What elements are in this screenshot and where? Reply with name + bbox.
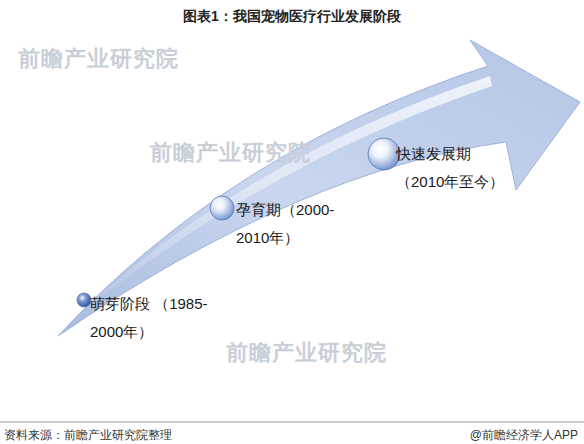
sphere-shape [77,293,91,307]
stage-marker: 孕育期（2000- 2010年） [208,194,350,254]
chart-title: 图表1：我国宠物医疗行业发展阶段 [0,8,584,26]
stage-sphere [208,194,236,222]
source-note: 资料来源：前瞻产业研究院整理 [4,427,172,444]
footer-rule [0,422,584,423]
stage-marker: 快速发展期 （2010年至今） [366,136,538,198]
stage-label: 孕育期（2000- 2010年） [236,194,348,252]
watermark: 前瞻产业研究院 [226,338,387,368]
sphere-shape [368,138,400,170]
watermark: 前瞻产业研究院 [18,44,179,74]
arrow-highlight [70,76,492,322]
watermark: 前瞻产业研究院 [150,138,311,168]
publisher-credit: @前瞻经济学人APP [470,427,578,444]
stage-label: 快速发展期 （2010年至今） [396,136,536,196]
arrow-body [58,40,580,336]
sphere-shape [210,196,234,220]
stage-label: 萌芽阶段 （1985-2000年） [90,290,222,346]
stage-marker: 萌芽阶段 （1985-2000年） [75,290,224,348]
